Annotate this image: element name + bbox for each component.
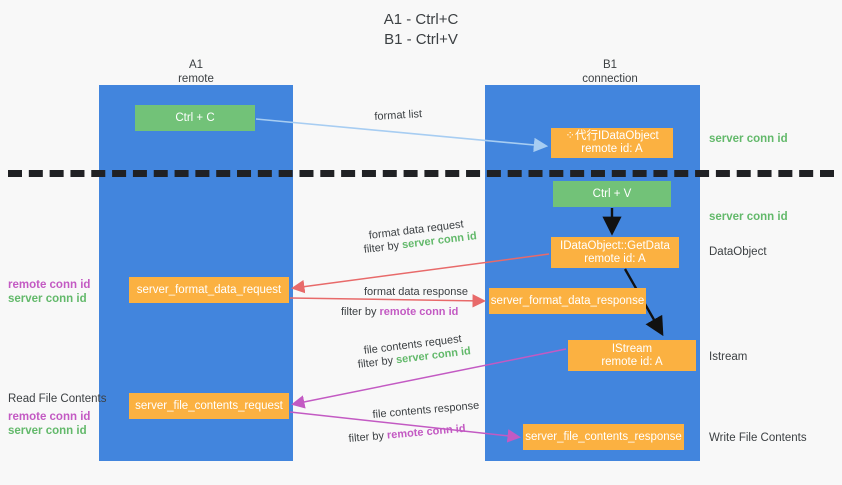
node-server-file-contents-request-label: server_file_contents_request [135, 399, 283, 412]
node-server-file-contents-response[interactable]: server_file_contents_response [523, 424, 684, 450]
column-a1-name: A1 [188, 59, 204, 71]
node-ctrl-c-label: Ctrl + C [175, 111, 215, 124]
node-ctrl-c[interactable]: Ctrl + C [135, 105, 255, 131]
column-header-a1: A1 remote [118, 58, 274, 86]
annotation-read-file-contents: Read File Contents [8, 393, 107, 405]
annotation-left-bottom: Read File Contents remote conn id server… [8, 392, 106, 438]
annotation-dataobject: DataObject [709, 246, 767, 258]
annotation-istream: Istream [709, 351, 748, 363]
edge-filter-format-data-response: filter by remote conn id [341, 305, 458, 320]
edge-filter-format-data-request-prefix: filter by [363, 239, 403, 256]
node-istream-text: IStream remote id: A [601, 343, 662, 369]
node-istream[interactable]: IStream remote id: A [568, 340, 696, 371]
column-b1-name: B1 [602, 59, 618, 71]
node-server-file-contents-request[interactable]: server_file_contents_request [129, 393, 289, 419]
edge-filter-format-data-response-value: remote conn id [379, 306, 459, 318]
node-server-format-data-request-label: server_format_data_request [136, 283, 282, 296]
column-a1-role: remote [178, 73, 214, 85]
edge-label-file-contents-response: file contents response [372, 399, 480, 423]
node-idataobject-line1: ⁘代行IDataObject [565, 130, 659, 142]
node-server-file-contents-response-label: server_file_contents_response [525, 430, 682, 443]
node-idataobject-text: ⁘代行IDataObject remote id: A [565, 130, 658, 156]
annotation-server-conn-id-2: server conn id [709, 211, 788, 223]
annotation-write-file-contents: Write File Contents [709, 432, 807, 444]
edge-filter-file-contents-response-value: remote conn id [386, 422, 467, 442]
edge-label-file-contents-response-text: file contents response [372, 399, 480, 421]
node-ctrl-v-label: Ctrl + V [592, 187, 632, 200]
edge-label-format-data-response-text: format data response [364, 286, 468, 298]
edge-filter-format-data-response-prefix: filter by [341, 306, 380, 318]
annotation-left-bottom-remote: remote conn id [8, 411, 91, 423]
node-getdata-line2: remote id: A [584, 252, 646, 265]
title-line-1: A1 - Ctrl+C [383, 11, 459, 28]
phase-divider [8, 170, 834, 177]
node-idataobject-line2: remote id: A [581, 143, 643, 155]
node-idataobject[interactable]: ⁘代行IDataObject remote id: A [551, 128, 673, 158]
annotation-left-top: remote conn id server conn id [8, 278, 90, 306]
annotation-left-bottom-server: server conn id [8, 425, 87, 437]
node-ctrl-v[interactable]: Ctrl + V [553, 181, 671, 207]
node-istream-line2: remote id: A [601, 355, 663, 368]
annotation-left-top-remote: remote conn id [8, 279, 91, 291]
edge-label-format-list-text: format list [374, 108, 423, 123]
node-getdata[interactable]: IDataObject::GetData remote id: A [551, 237, 679, 268]
page-title: A1 - Ctrl+C B1 - Ctrl+V [0, 10, 842, 50]
node-server-format-data-response[interactable]: server_format_data_response [489, 288, 646, 314]
edge-filter-file-contents-response-prefix: filter by [348, 429, 388, 445]
node-getdata-text: IDataObject::GetData remote id: A [560, 240, 670, 266]
node-server-format-data-request[interactable]: server_format_data_request [129, 277, 289, 303]
edge-filter-file-contents-request-prefix: filter by [357, 354, 397, 371]
annotation-left-top-server: server conn id [8, 293, 87, 305]
node-server-format-data-response-label: server_format_data_response [490, 294, 645, 307]
edge-label-format-data-response: format data response [364, 285, 468, 300]
node-istream-line1: IStream [611, 342, 653, 355]
column-b1-role: connection [582, 73, 638, 85]
edge-filter-file-contents-response: filter by remote conn id [348, 422, 466, 447]
annotation-server-conn-id-1: server conn id [709, 133, 788, 145]
title-line-2: B1 - Ctrl+V [384, 31, 458, 48]
column-header-b1: B1 connection [508, 58, 712, 86]
edge-label-format-list: format list [374, 107, 423, 125]
node-getdata-line1: IDataObject::GetData [560, 239, 670, 252]
